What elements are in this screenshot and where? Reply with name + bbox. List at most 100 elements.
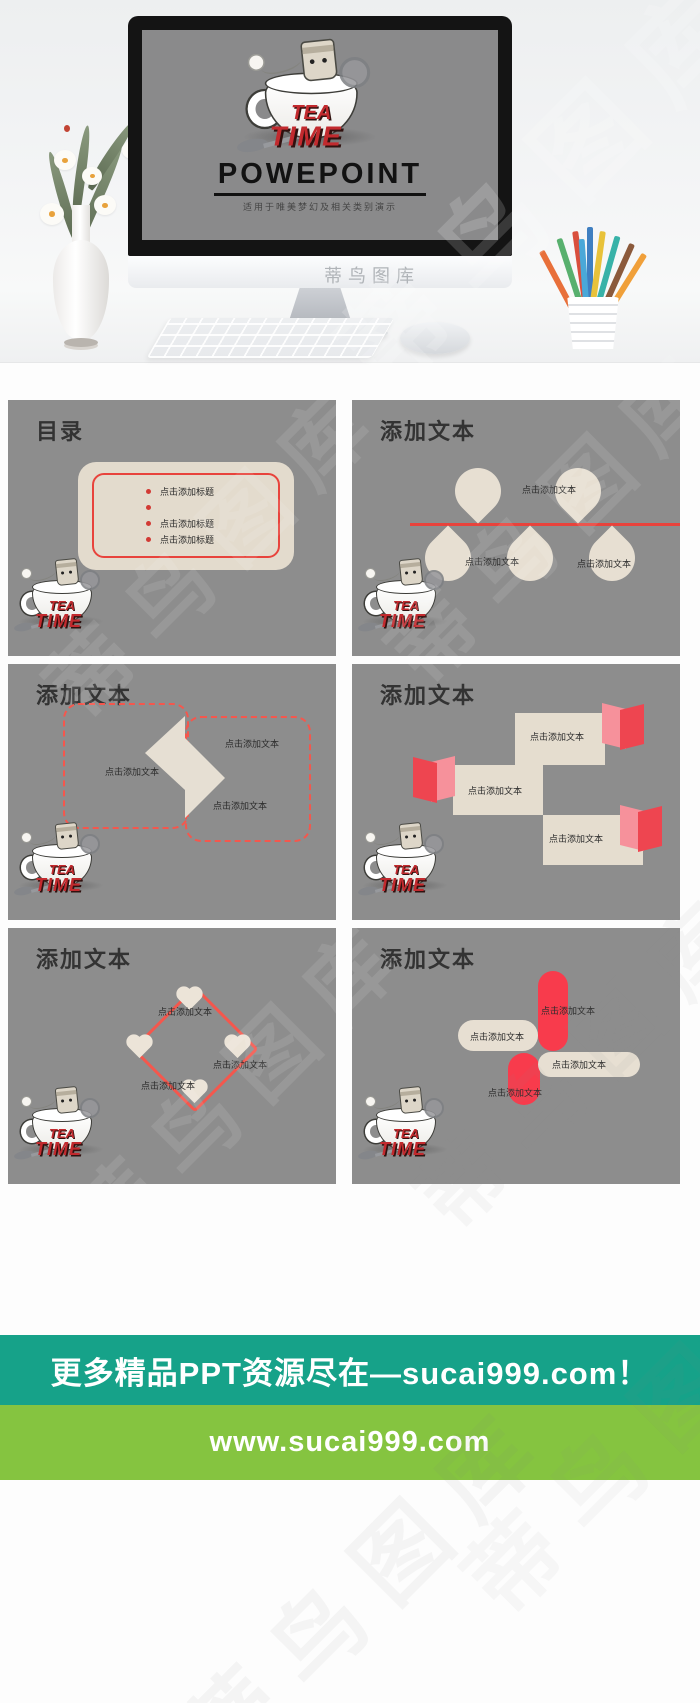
slide-title: 添加文本 [380, 683, 477, 708]
teabag-character-icon [54, 1085, 80, 1115]
placeholder-label: 点击添加文本 [470, 1032, 525, 1042]
orchid-flower [94, 195, 116, 215]
logo-time-text: TIME [269, 120, 343, 152]
teabag-string-ball [365, 832, 376, 843]
clock-icon [424, 570, 444, 590]
placeholder-label: 点击添加文本 [225, 739, 280, 749]
tea-time-logo: TEA TIME [13, 1085, 106, 1182]
spoon-icon [13, 621, 35, 633]
placeholder-label: 点击添加文本 [158, 1007, 213, 1017]
logo-tea-text: TEA [393, 1126, 419, 1141]
logo-tea-text: TEA [393, 598, 419, 613]
spoon-icon [357, 1149, 379, 1161]
cube-3d-icon [620, 806, 662, 852]
toc-item: 点击添加标题 [146, 485, 226, 498]
teabag-string-ball [21, 1096, 32, 1107]
placeholder-label: 点击添加文本 [577, 559, 632, 569]
slide-title: 目录 [36, 419, 85, 444]
clock-icon [424, 1098, 444, 1118]
toc-panel: 点击添加标题 点击添加标题 点击添加标题 [78, 462, 294, 570]
cover-photo: TEA TIME POWEPOINT 适用于唯美梦幻及相关类别演示 蒂鸟图库 [0, 0, 700, 363]
logo-time-text: TIME [35, 875, 82, 895]
pencil [587, 227, 593, 297]
teabag-character-icon [398, 557, 424, 587]
orchid-flower [82, 167, 102, 185]
placeholder-label: 点击添加文本 [141, 1081, 196, 1091]
slide-thumbnail-5[interactable]: 添加文本 点击添加文本 点击添加文本 点击添加文本 TEA TIME [8, 928, 336, 1184]
placeholder-label: 点击添加文本 [213, 801, 268, 811]
promo-banner-text: 更多精品PPT资源尽在—sucai999.com！ [50, 1355, 650, 1391]
logo-tea-text: TEA [49, 1126, 75, 1141]
pill-shape [538, 971, 568, 1051]
toc-border: 点击添加标题 点击添加标题 点击添加标题 [92, 473, 280, 558]
slide-thumbnail-4[interactable]: 添加文本 点击添加文本 点击添加文本 点击添加文本 TEA TIME [352, 664, 680, 920]
monitor-chin: 蒂鸟图库 [128, 256, 512, 288]
slide-thumbnail-1[interactable]: 目录 点击添加标题 点击添加标题 点击添加标题 [8, 400, 336, 656]
pill-shape [538, 1052, 640, 1077]
teabag-character-icon [54, 557, 80, 587]
teabag-character-icon [398, 821, 424, 851]
logo-time-text: TIME [35, 611, 82, 631]
placeholder-label: 点击添加文本 [488, 1088, 543, 1098]
slide-logo: TEA TIME [357, 557, 450, 654]
toc-item-label: 点击添加标题 [160, 519, 215, 529]
teabag-string-ball [365, 568, 376, 579]
logo-tea-text: TEA [49, 862, 75, 877]
flower-bud [64, 125, 70, 132]
logo-time-text: TIME [379, 875, 426, 895]
logo-time-text: TIME [379, 611, 426, 631]
tea-time-logo: TEA TIME [13, 557, 106, 654]
brand-label: 蒂鸟图库 [324, 266, 420, 286]
placeholder-label: 点击添加文本 [549, 834, 604, 844]
slide-logo: TEA TIME [357, 1085, 450, 1182]
teabag-character-icon [299, 38, 339, 82]
teabag-string-ball [21, 568, 32, 579]
mouse-photo [400, 322, 470, 354]
toc-item: 点击添加标题 [146, 533, 226, 546]
pencil-cup-photo [535, 225, 665, 355]
clock-icon [80, 570, 100, 590]
orchid-flower [40, 203, 64, 225]
clock-icon [80, 834, 100, 854]
slide-logo: TEA TIME [13, 821, 106, 918]
spoon-icon [13, 1149, 35, 1161]
drop-shape [445, 458, 511, 524]
teabag-character-icon [398, 1085, 424, 1115]
monitor-screen: TEA TIME POWEPOINT 适用于唯美梦幻及相关类别演示 [142, 30, 498, 240]
pill-shape [508, 1053, 540, 1105]
teabag-string-ball [365, 1096, 376, 1107]
slide-title: 添加文本 [380, 947, 477, 972]
placeholder-label: 点击添加文本 [541, 1006, 596, 1016]
bullet-icon [146, 505, 151, 510]
slide-title: 添加文本 [36, 947, 133, 972]
arrow-right-shape [185, 738, 225, 818]
spoon-icon [357, 885, 379, 897]
placeholder-label: 点击添加文本 [465, 557, 520, 567]
toc-item: 点击添加标题 [146, 517, 226, 530]
toc-item-label: 点击添加标题 [160, 535, 215, 545]
timeline-line [410, 523, 680, 526]
vase-neck [72, 205, 90, 250]
spoon-icon [13, 885, 35, 897]
vase-body [53, 240, 109, 340]
logo-time-text: TIME [379, 1139, 426, 1159]
teabag-string-ball [21, 832, 32, 843]
promo-banner-link[interactable]: 更多精品PPT资源尽在—sucai999.com！ [0, 1335, 700, 1405]
clock-icon [80, 1098, 100, 1118]
placeholder-label: 点击添加文本 [213, 1060, 268, 1070]
cover-slide-logo: TEA TIME [236, 38, 380, 187]
tea-time-logo: TEA TIME [357, 557, 450, 654]
tea-time-logo: TEA TIME [13, 821, 106, 918]
step-block [515, 713, 605, 765]
site-url-banner-link[interactable]: www.sucai999.com [0, 1405, 700, 1480]
toc-item [146, 501, 226, 514]
tea-time-logo: TEA TIME [357, 1085, 450, 1182]
logo-tea-text: TEA [49, 598, 75, 613]
slide-thumbnail-2[interactable]: 添加文本 点击添加文本 点击添加文本 点击添加文本 TEA TIME [352, 400, 680, 656]
step-block [453, 765, 543, 815]
slide-thumbnail-6[interactable]: 添加文本 点击添加文本 点击添加文本 点击添加文本 点击添加文本 TEA TIM… [352, 928, 680, 1184]
orchid-flower [54, 150, 76, 170]
slide-thumbnail-3[interactable]: 添加文本 点击添加文本 点击添加文本 点击添加文本 TEA TIME [8, 664, 336, 920]
cube-3d-icon [602, 704, 644, 750]
